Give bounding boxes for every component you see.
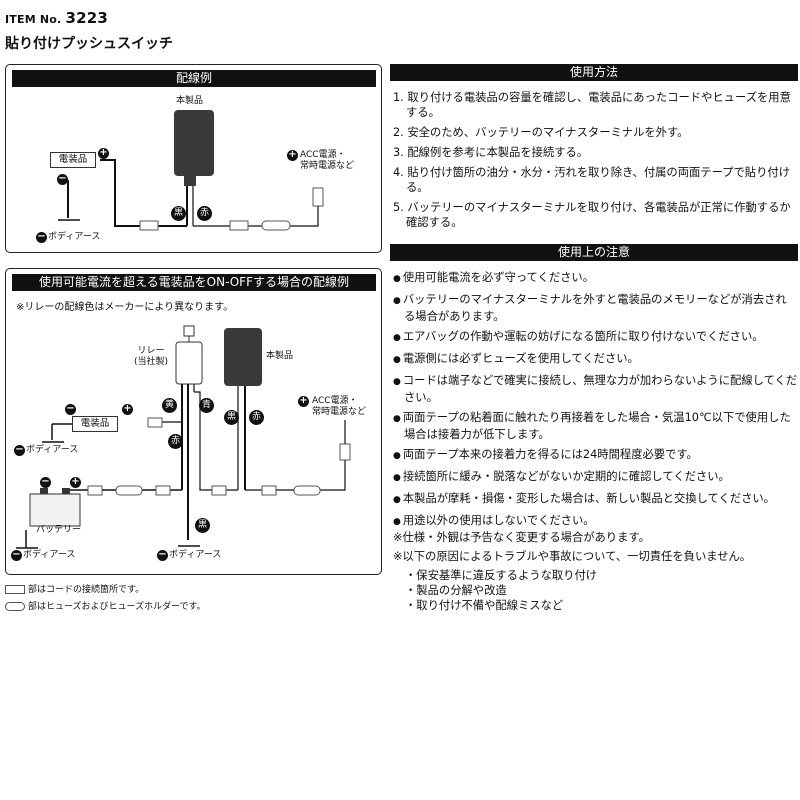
relay-wiring-title: 使用可能電流を超える電装品をON-OFFする場合の配線例 — [12, 274, 376, 291]
connection-legend-shape — [5, 585, 25, 594]
plus-terminal-icon: + — [70, 476, 81, 488]
minus-earth-icon: − — [11, 549, 22, 561]
body-earth-label: ボディアース — [26, 445, 79, 455]
body-earth-label: ボディアース — [48, 232, 101, 242]
caution-item: 両面テープの粘着面に触れたり再接着をした場合・気温10℃以下で使用した場合は接着… — [393, 410, 798, 442]
wiring-example-panel — [5, 64, 382, 253]
connection-point — [339, 443, 351, 461]
battery-shape — [29, 493, 81, 527]
usage-step: 4. 貼り付け箇所の油分・水分・汚れを取り除き、付属の両面テープで貼り付ける。 — [393, 166, 790, 194]
fuse-holder — [261, 220, 291, 231]
product-title: 貼り付けプッシュスイッチ — [5, 36, 173, 52]
connection-point — [155, 485, 171, 496]
fuse-legend-shape — [5, 602, 25, 611]
body-earth-label: ボディアース — [169, 550, 222, 560]
product-label: 本製品 — [176, 96, 204, 106]
item-number-label: ITEM No. 3223 — [5, 9, 109, 27]
yellow-wire-tag: 黄 — [162, 398, 177, 413]
acc-power-label: ACC電源・ 常時電源など — [300, 150, 355, 171]
connection-point — [261, 485, 277, 496]
relay-shape — [175, 341, 203, 385]
plus-terminal-icon: + — [122, 403, 133, 415]
cause-item: ・取り付け不備や配線ミスなど — [405, 599, 564, 612]
caution-item: 使用可能電流を必ず守ってください。 — [393, 270, 798, 287]
red-wire-tag: 赤 — [249, 410, 264, 425]
connection-point — [312, 187, 324, 207]
disclaimer-note: ※以下の原因によるトラブルや事故について、一切責任を負いません。 — [393, 550, 752, 563]
legend-connection: 部はコードの接続箇所です。 — [5, 585, 144, 596]
connection-point — [139, 220, 159, 231]
cautions-title: 使用上の注意 — [390, 244, 798, 261]
black-wire-tag: 黒 — [195, 518, 210, 533]
device-box: 電装品 — [50, 152, 96, 168]
caution-item: 電源側には必ずヒューズを使用してください。 — [393, 351, 798, 368]
device-box: 電装品 — [72, 416, 118, 432]
caution-item: バッテリーのマイナスターミナルを外すと電装品のメモリーなどが消去される場合があり… — [393, 292, 798, 324]
relay-wiring-panel — [5, 268, 382, 575]
minus-earth-icon: − — [36, 231, 47, 243]
fuse-holder — [293, 485, 321, 496]
relay-label: リレー (当社製) — [134, 346, 169, 367]
wiring-example-title: 配線例 — [12, 70, 376, 87]
plus-terminal-icon: + — [298, 395, 309, 407]
connection-point — [211, 485, 227, 496]
black-wire-tag: 黒 — [171, 206, 186, 221]
plus-terminal-icon: + — [98, 147, 109, 159]
caution-item: コードは端子などで確実に接続し、無理な力が加わらないように配線してください。 — [393, 373, 798, 405]
product-label: 本製品 — [266, 351, 294, 361]
usage-step: 3. 配線例を参考に本製品を接続する。 — [393, 146, 589, 159]
fuse-holder — [115, 485, 143, 496]
caution-item: 用途以外の使用はしないでください。 — [393, 513, 798, 530]
body-earth-label: ボディアース — [23, 550, 76, 560]
minus-earth-icon: − — [14, 444, 25, 456]
caution-item: 本製品が摩耗・損傷・変形した場合は、新しい製品と交換してください。 — [393, 491, 798, 508]
notes-section: ※仕様・外観は予告なく変更する場合があります。 ※以下の原因によるトラブルや事故… — [393, 530, 798, 613]
battery-label: バッテリー — [36, 525, 82, 535]
cautions-list: 使用可能電流を必ず守ってください。 バッテリーのマイナスターミナルを外すと電装品… — [393, 270, 798, 535]
usage-title: 使用方法 — [390, 64, 798, 81]
relay-note: ※リレーの配線色はメーカーにより異なります。 — [16, 302, 234, 313]
red-wire-tag: 赤 — [168, 434, 183, 449]
spec-change-note: ※仕様・外観は予告なく変更する場合があります。 — [393, 531, 650, 544]
plus-terminal-icon: + — [287, 149, 298, 161]
usage-step: 5. バッテリーのマイナスターミナルを取り付け、各電装品が正常に作動するか確認す… — [393, 201, 791, 229]
cause-item: ・製品の分解や改造 — [405, 584, 507, 597]
cause-item: ・保安基準に違反するような取り付け — [405, 569, 598, 582]
minus-earth-icon: − — [157, 549, 168, 561]
usage-step: 1. 取り付ける電装品の容量を確認し、電装品にあったコードやヒューズを用意する。 — [393, 91, 791, 119]
legend-fuse: 部はヒューズおよびヒューズホルダーです。 — [5, 602, 206, 613]
minus-terminal-icon: − — [65, 403, 76, 415]
caution-item: 両面テープ本来の接着力を得るには24時間程度必要です。 — [393, 447, 798, 464]
connection-point — [147, 417, 163, 428]
connection-point — [229, 220, 249, 231]
connection-point — [87, 485, 103, 496]
minus-terminal-icon: − — [57, 173, 68, 185]
usage-steps: 1. 取り付ける電装品の容量を確認し、電装品にあったコードやヒューズを用意する。… — [393, 90, 798, 235]
item-number: 3223 — [65, 9, 109, 27]
usage-step: 2. 安全のため、バッテリーのマイナスターミナルを外す。 — [393, 126, 689, 139]
product-device-shape — [174, 110, 214, 176]
acc-power-label: ACC電源・ 常時電源など — [312, 396, 367, 417]
minus-terminal-icon: − — [40, 476, 51, 488]
product-device-shape — [224, 328, 262, 386]
caution-item: 接続箇所に緩み・脱落などがないか定期的に確認してください。 — [393, 469, 798, 486]
red-wire-tag: 赤 — [197, 206, 212, 221]
black-wire-tag: 黒 — [224, 410, 239, 425]
caution-item: エアバッグの作動や運転の妨げになる箇所に取り付けないでください。 — [393, 329, 798, 346]
blue-wire-tag: 青 — [199, 398, 214, 413]
